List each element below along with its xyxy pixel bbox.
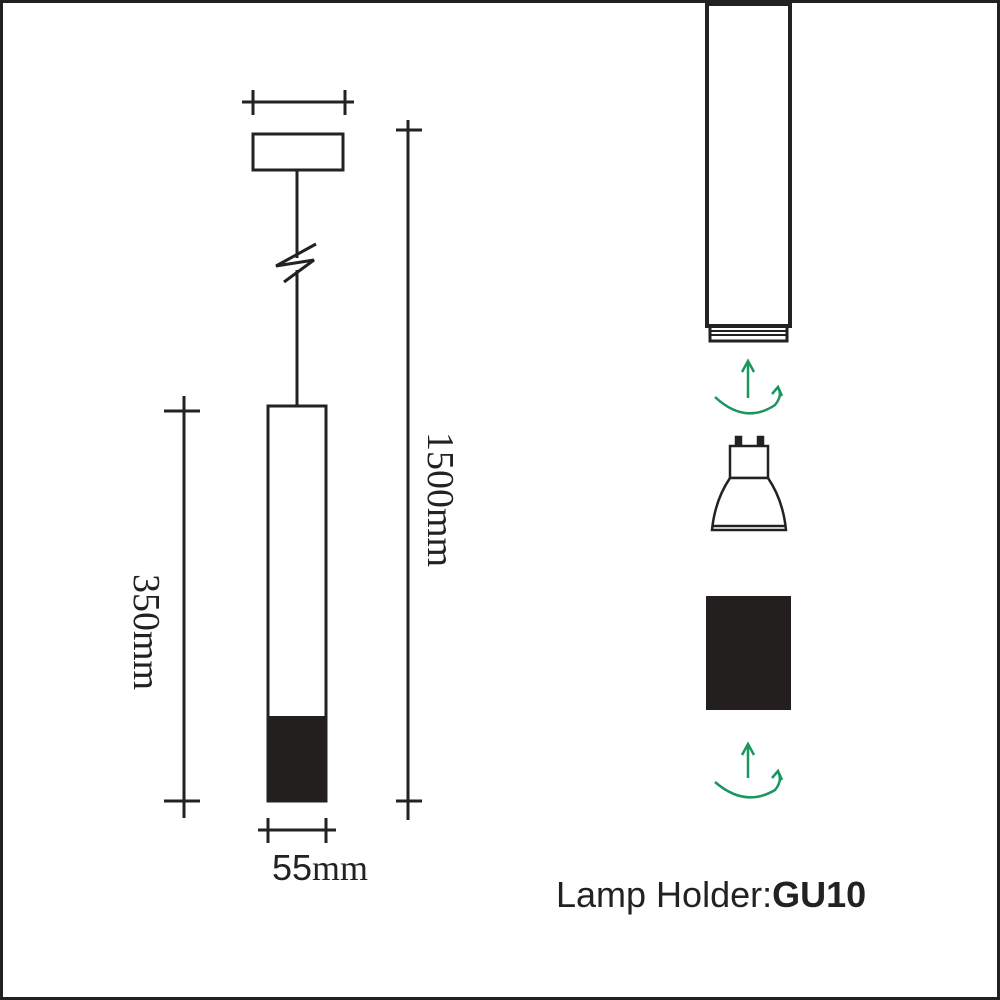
lamp-bottom-section	[268, 716, 326, 801]
rotate-arrow-icon	[714, 741, 784, 799]
rotate-arrow-icon	[714, 358, 784, 415]
lamp-holder-block	[706, 596, 791, 710]
gu10-bulb-icon	[710, 435, 788, 532]
diameter-label: 55mm	[272, 847, 368, 888]
ceiling-canopy	[251, 132, 345, 172]
tube-thread-ring	[708, 324, 789, 343]
suspension-cable	[275, 170, 317, 406]
diameter-unit: mm	[312, 848, 368, 888]
lamp-holder-caption: Lamp Holder:GU10	[556, 874, 866, 915]
total-length-dimension-line	[396, 120, 422, 820]
body-length-label: 350mm	[125, 574, 167, 690]
diameter-dimension-line	[258, 818, 336, 843]
lamp-holder-type: GU10	[772, 874, 866, 915]
lamp-holder-label: Lamp Holder:	[556, 874, 772, 915]
diameter-number: 55	[272, 847, 312, 888]
lamp-tube-top	[705, 2, 792, 328]
canopy-width-dimension	[242, 90, 354, 115]
body-length-dimension-line	[164, 396, 200, 818]
total-length-label: 1500mm	[419, 432, 461, 567]
